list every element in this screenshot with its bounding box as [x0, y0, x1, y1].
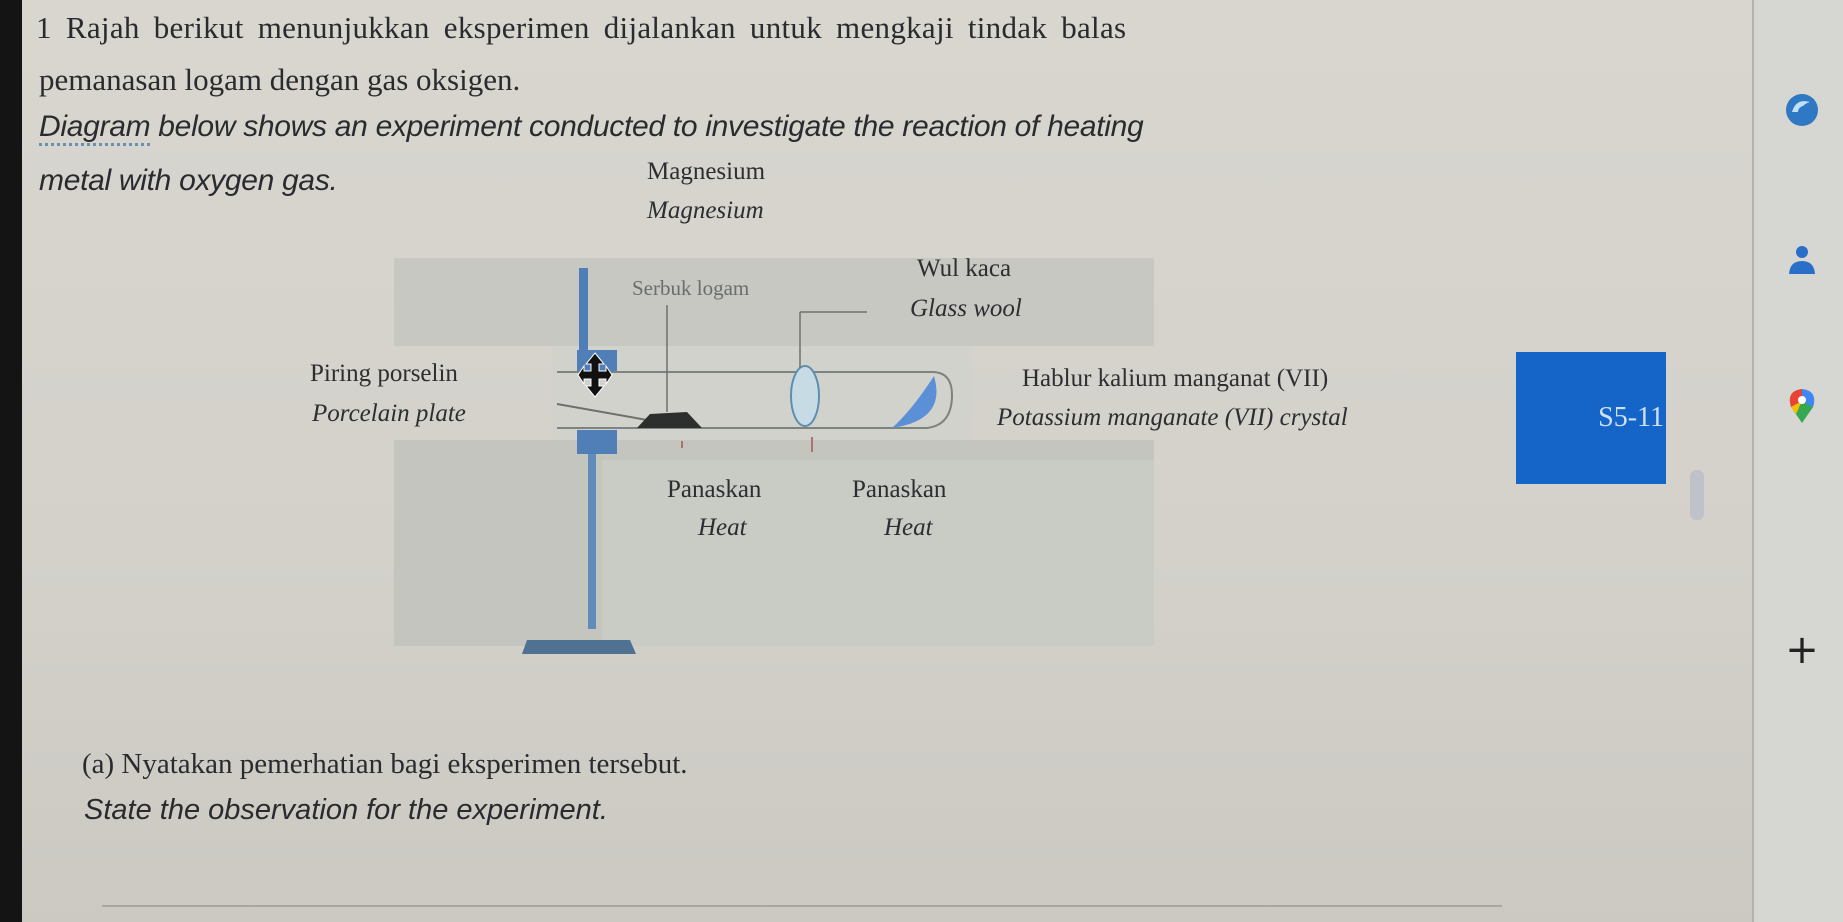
code-badge-text: S5-11 — [1598, 402, 1664, 433]
apparatus-drawing — [522, 268, 954, 654]
move-cursor-icon — [577, 352, 613, 398]
maps-pin-icon[interactable] — [1782, 385, 1822, 425]
question-text-english-line2: metal with oxygen gas. — [39, 164, 338, 197]
screen-bezel — [0, 0, 22, 922]
subquestion-a-english: State the observation for the experiment… — [84, 794, 608, 826]
browser-sidebar: + — [1752, 0, 1843, 922]
question-text-english-rest: below shows an experiment conducted to i… — [150, 110, 1144, 143]
question-heading-malay: 1 Rajah berikut menunjukkan eksperimen d… — [36, 10, 1126, 46]
label-metal-powder: Serbuk logam — [632, 276, 750, 300]
question-text-english-line1: Diagram below shows an experiment conduc… — [39, 110, 1144, 146]
label-plate-malay: Piring porselin — [310, 360, 458, 387]
question-text-malay-line2: pemanasan logam dengan gas oksigen. — [39, 62, 521, 97]
label-plate-english: Porcelain plate — [312, 400, 466, 427]
document-page: 1 Rajah berikut menunjukkan eksperimen d… — [22, 0, 1752, 922]
metal-label-english: Magnesium — [647, 197, 764, 224]
spellcheck-underlined-word[interactable]: Diagram — [39, 110, 151, 146]
label-heat1-malay: Panaskan — [667, 476, 762, 503]
edge-copilot-icon[interactable] — [1782, 90, 1822, 130]
label-glass-wool-english: Glass wool — [910, 295, 1022, 322]
label-crystal-malay: Hablur kalium manganat (VII) — [1022, 365, 1329, 392]
subquestion-a-malay: (a) Nyatakan pemerhatian bagi eksperimen… — [82, 748, 688, 780]
code-badge: S5-11 — [1516, 352, 1666, 484]
answer-line[interactable] — [102, 905, 1502, 907]
label-heat2-malay: Panaskan — [852, 476, 947, 503]
question-number: 1 — [36, 10, 52, 45]
person-icon[interactable] — [1782, 240, 1822, 280]
question-text-malay-line1: Rajah berikut menunjukkan eksperimen dij… — [65, 10, 1127, 45]
label-heat1-english: Heat — [698, 514, 747, 541]
metal-label-malay: Magnesium — [647, 158, 766, 185]
scrollbar-thumb[interactable] — [1690, 470, 1704, 520]
label-glass-wool-malay: Wul kaca — [917, 255, 1012, 282]
add-icon[interactable]: + — [1785, 627, 1819, 673]
label-heat2-english: Heat — [884, 514, 933, 541]
label-crystal-english: Potassium manganate (VII) crystal — [997, 404, 1348, 431]
